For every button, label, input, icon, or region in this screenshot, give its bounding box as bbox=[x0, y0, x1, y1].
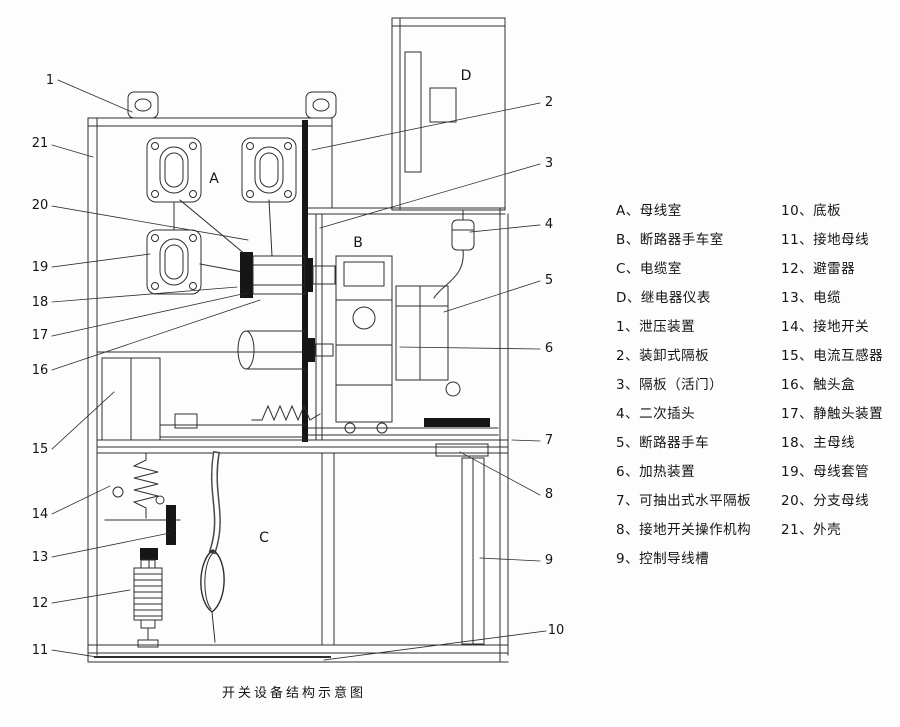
legend-item: 14、接地开关 bbox=[781, 319, 870, 335]
callout-21: 21 bbox=[32, 136, 49, 151]
legend-item: 11、接地母线 bbox=[781, 232, 870, 248]
control-wire-duct bbox=[461, 457, 485, 645]
legend-item: 9、控制导线槽 bbox=[616, 551, 710, 567]
callout-12: 12 bbox=[32, 596, 49, 611]
legend-item: 17、静触头装置 bbox=[781, 406, 884, 422]
legend-item: 21、外壳 bbox=[781, 522, 842, 538]
legend-item: 6、加热装置 bbox=[616, 464, 696, 480]
breaker-compartment-top bbox=[302, 207, 506, 215]
shutter-partition bbox=[315, 213, 323, 441]
compartment-d-label: D bbox=[461, 68, 472, 84]
callout-3: 3 bbox=[545, 156, 553, 171]
heater-panel bbox=[395, 285, 461, 397]
legend-item: 16、触头盒 bbox=[781, 377, 856, 393]
lifting-lug bbox=[127, 91, 337, 119]
bus-bushing bbox=[146, 229, 202, 295]
callout-8: 8 bbox=[545, 487, 553, 502]
legend-item: 13、电缆 bbox=[781, 290, 842, 306]
static-contact-block bbox=[240, 252, 253, 298]
legend-item: 20、分支母线 bbox=[781, 493, 870, 509]
legend-column-2: 10、底板 11、接地母线 12、避雷器 13、电缆 14、接地开关 15、电流… bbox=[781, 197, 883, 545]
legend-item: 10、底板 bbox=[781, 203, 842, 219]
legend-item: 4、二次插头 bbox=[616, 406, 696, 422]
compartment-b-label: B bbox=[353, 235, 363, 251]
leader-lines bbox=[51, 79, 547, 661]
legend-column-1: A、母线室 B、断路器手车室 C、电缆室 D、继电器仪表 1、泄压装置 2、装卸… bbox=[616, 197, 751, 574]
legend-item: 1、泄压装置 bbox=[616, 319, 696, 335]
cabinet-line-art bbox=[51, 17, 547, 663]
outer-shell bbox=[87, 117, 98, 663]
branch-bus bbox=[173, 199, 273, 273]
legend-item: 19、母线套管 bbox=[781, 464, 870, 480]
earthing-switch bbox=[104, 452, 181, 545]
right-wall bbox=[499, 207, 509, 663]
callout-9: 9 bbox=[545, 553, 553, 568]
legend-item: C、电缆室 bbox=[616, 261, 682, 277]
compartment-a-label: A bbox=[209, 171, 219, 187]
earthing-switch-mechanism bbox=[435, 443, 489, 457]
callout-11: 11 bbox=[32, 643, 49, 658]
top-plate bbox=[87, 117, 333, 209]
callout-5: 5 bbox=[545, 273, 553, 288]
legend-item: 18、主母线 bbox=[781, 435, 856, 451]
bus-bushing bbox=[146, 137, 202, 203]
surge-arrester bbox=[133, 548, 163, 648]
callout-20: 20 bbox=[32, 198, 49, 213]
callout-16: 16 bbox=[32, 363, 49, 378]
legend-item: A、母线室 bbox=[616, 203, 682, 219]
callout-numbers: 1 21 20 19 18 17 16 15 14 13 12 11 2 3 4… bbox=[32, 73, 565, 658]
secondary-plug bbox=[433, 209, 475, 299]
legend-item: 8、接地开关操作机构 bbox=[616, 522, 752, 538]
callout-7: 7 bbox=[545, 433, 553, 448]
compartment-c-label: C bbox=[259, 530, 269, 546]
bus-bushing bbox=[241, 137, 297, 203]
diagram-caption: 开关设备结构示意图 bbox=[222, 686, 367, 701]
legend-item: 3、隔板（活门） bbox=[616, 377, 724, 393]
compartment-letters: A B C D bbox=[209, 68, 471, 546]
bottom-plate bbox=[87, 644, 509, 663]
callout-18: 18 bbox=[32, 295, 49, 310]
cable bbox=[200, 451, 225, 643]
callout-2: 2 bbox=[545, 95, 553, 110]
heater-coil bbox=[251, 404, 321, 422]
legend-item: 2、装卸式隔板 bbox=[616, 348, 710, 364]
legend-item: 7、可抽出式水平隔板 bbox=[616, 493, 752, 509]
relay-box bbox=[391, 17, 506, 211]
callout-1: 1 bbox=[46, 73, 54, 88]
contact-box bbox=[252, 255, 306, 295]
callout-17: 17 bbox=[32, 328, 49, 343]
legend-item: 15、电流互感器 bbox=[781, 348, 884, 364]
callout-10: 10 bbox=[548, 623, 565, 638]
legend-item: 12、避雷器 bbox=[781, 261, 856, 277]
callout-15: 15 bbox=[32, 442, 49, 457]
breaker-truck bbox=[335, 255, 393, 434]
legend-item: B、断路器手车室 bbox=[616, 232, 724, 248]
legend-item: D、继电器仪表 bbox=[616, 290, 711, 306]
callout-19: 19 bbox=[32, 260, 49, 275]
horizontal-partition bbox=[96, 439, 509, 454]
legend-item: 5、断路器手车 bbox=[616, 435, 710, 451]
callout-6: 6 bbox=[545, 341, 553, 356]
callout-14: 14 bbox=[32, 507, 49, 522]
callout-13: 13 bbox=[32, 550, 49, 565]
callout-4: 4 bbox=[545, 217, 553, 232]
